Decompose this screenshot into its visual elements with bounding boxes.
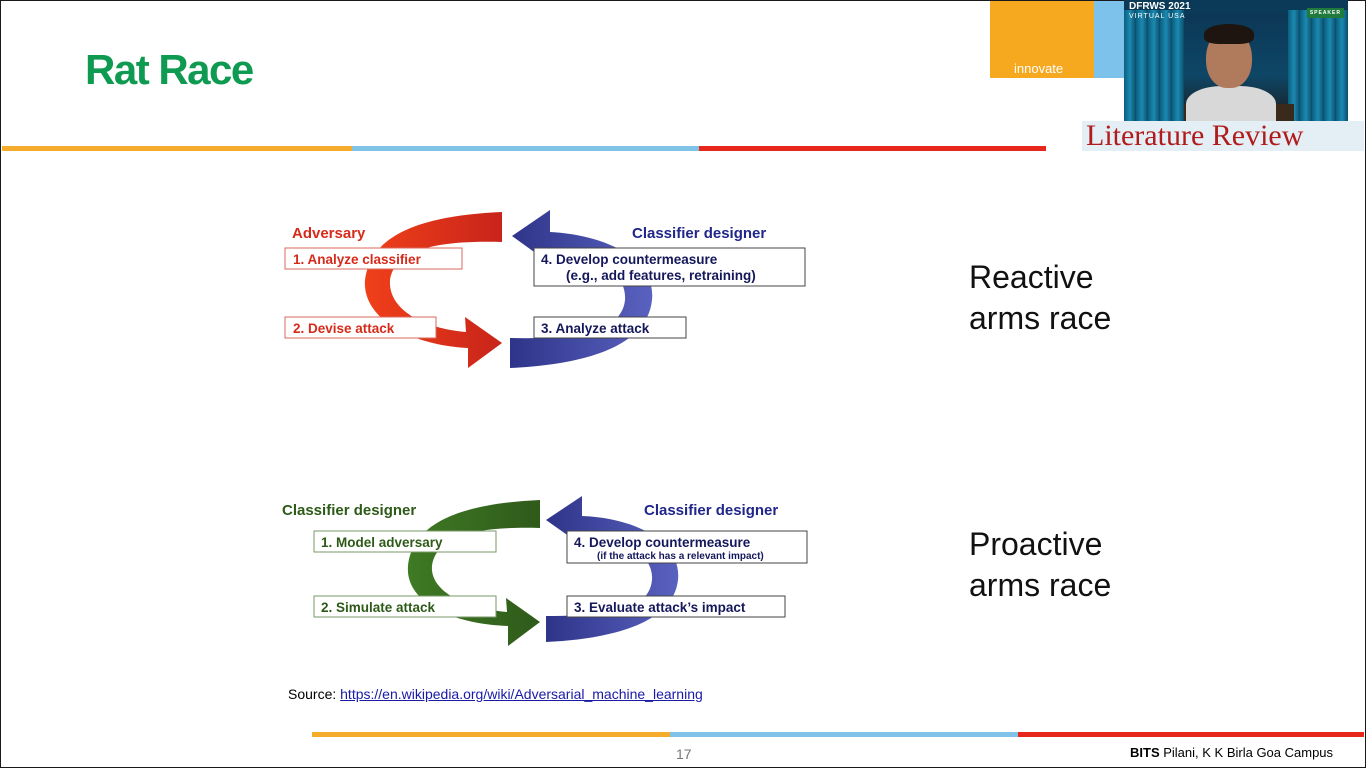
footer-rest: Pilani, K K Birla Goa Campus [1159, 745, 1334, 760]
footer-campus: BITS Pilani, K K Birla Goa Campus [1130, 745, 1333, 760]
proactive-step-2: 2. Simulate attack [321, 600, 436, 615]
speaker-webcam: DFRWS 2021 VIRTUAL USA SPEAKER [1124, 0, 1348, 125]
reactive-step-4-line1: 4. Develop countermeasure [541, 252, 718, 267]
reactive-label-line2: arms race [969, 300, 1112, 336]
proactive-step-4-line2: (if the attack has a relevant impact) [597, 551, 764, 562]
reactive-step-4-line2: (e.g., add features, retraining) [566, 268, 756, 283]
section-label: Literature Review [1082, 121, 1364, 151]
reactive-label-line1: Reactive [969, 259, 1094, 295]
adversary-arrow [364, 212, 502, 368]
proactive-step-1: 1. Model adversary [321, 535, 443, 550]
source-prefix: Source: [288, 686, 341, 702]
page-number: 17 [676, 746, 692, 762]
proactive-designer-arrow-left [407, 500, 540, 646]
innovate-label: innovate [1014, 61, 1064, 76]
bottom-color-bar [312, 732, 1364, 737]
reactive-step-2: 2. Devise attack [293, 321, 395, 336]
proactive-label-line2: arms race [969, 567, 1112, 603]
proactive-left-header: Classifier designer [282, 502, 416, 519]
innovate-brand-block: innovate [990, 1, 1094, 78]
designer-arrow [510, 210, 653, 368]
slide-title: Rat Race [85, 46, 254, 93]
reactive-step-3: 3. Analyze attack [541, 321, 650, 336]
brand-blue-block [1094, 1, 1126, 78]
curtain-left [1124, 10, 1184, 125]
proactive-label-line1: Proactive [969, 526, 1103, 562]
proactive-cycle-diagram: Classifier designer Classifier designer … [282, 496, 808, 646]
reactive-left-header: Adversary [292, 225, 366, 242]
proactive-step-3: 3. Evaluate attack’s impact [574, 600, 746, 615]
dfrws-logo-bottom: VIRTUAL USA [1129, 13, 1186, 20]
footer-bold: BITS [1130, 745, 1160, 760]
reactive-label: Reactive arms race [969, 257, 1111, 339]
reactive-cycle-diagram: Adversary Classifier designer 1. Analyze… [284, 210, 806, 368]
reactive-right-header: Classifier designer [632, 225, 766, 242]
proactive-step-4-line1: 4. Develop countermeasure [574, 535, 751, 550]
dfrws-logo-top: DFRWS 2021 [1129, 1, 1191, 12]
speaker-badge: SPEAKER [1306, 8, 1344, 18]
source-citation: Source: https://en.wikipedia.org/wiki/Ad… [288, 686, 703, 702]
dfrws-logo: DFRWS 2021 VIRTUAL USA [1129, 2, 1191, 22]
reactive-step-1: 1. Analyze classifier [293, 252, 422, 267]
source-link[interactable]: https://en.wikipedia.org/wiki/Adversaria… [340, 686, 703, 702]
proactive-right-header: Classifier designer [644, 502, 778, 519]
proactive-label: Proactive arms race [969, 524, 1111, 606]
curtain-right [1288, 10, 1348, 125]
top-color-bar [2, 146, 1046, 151]
